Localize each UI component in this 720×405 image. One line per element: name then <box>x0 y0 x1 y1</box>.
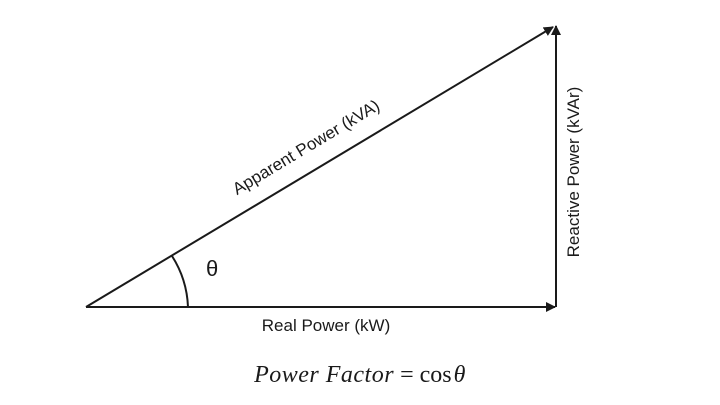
formula-lhs: Power Factor <box>254 362 395 388</box>
formula-theta: θ <box>453 362 466 388</box>
formula-cos: cos <box>419 362 452 388</box>
apparent-power-label: Apparent Power (kVA) <box>229 96 383 199</box>
reactive-power-label: Reactive Power (kVAr) <box>564 87 583 258</box>
angle-theta-label: θ <box>206 256 218 281</box>
apparent-power-vector <box>85 26 554 308</box>
real-power-label: Real Power (kW) <box>262 316 390 335</box>
formula-equals: = <box>394 362 420 388</box>
angle-arc <box>171 255 189 308</box>
power-factor-formula: Power Factor = cos θ <box>0 362 720 389</box>
